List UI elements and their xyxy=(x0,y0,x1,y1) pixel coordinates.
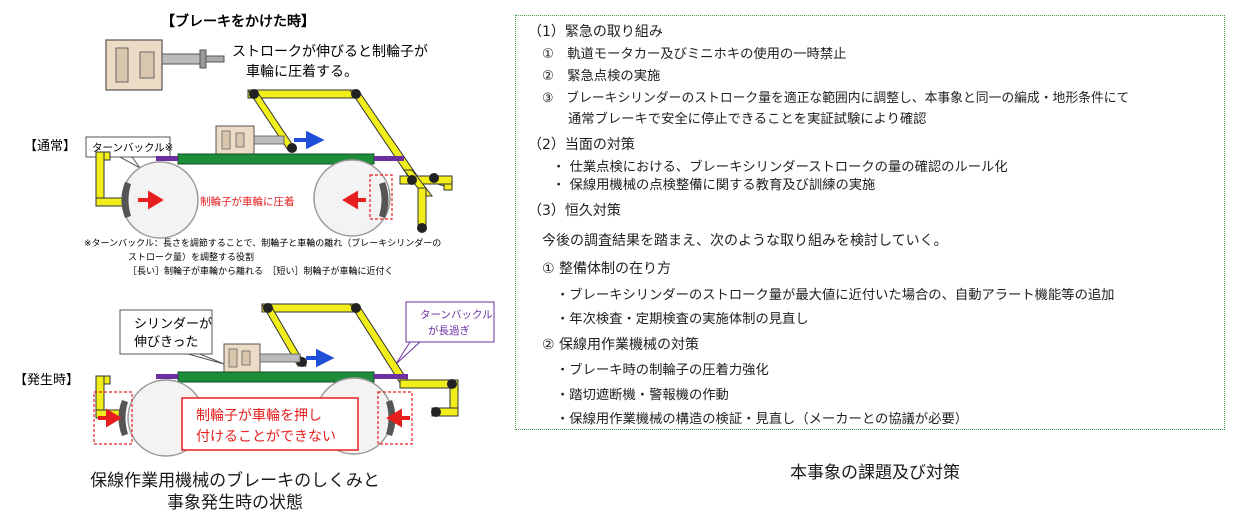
blue-arrow-incident xyxy=(306,348,335,368)
svg-text:制輪子が車輪を押し: 制輪子が車輪を押し xyxy=(196,407,322,424)
red-arrow-left-normal xyxy=(138,190,164,210)
svg-text:付けることができない: 付けることができない xyxy=(196,429,336,445)
section-3-sub-2-item-1: ・ブレーキ時の制輪子の圧着力強化 xyxy=(556,363,769,378)
purple-rod-right-incident xyxy=(374,374,408,379)
brake-mechanism-diagram: 【ブレーキをかけた時】 ストロークが伸びると制輪子が 車輪に圧着する。 【通常】… xyxy=(14,13,495,457)
cylinder-illustration xyxy=(105,39,225,91)
turnbuckle-long-callout: ターンバックル が長過ぎ xyxy=(395,301,495,365)
cylinder-normal xyxy=(215,125,285,155)
svg-text:シリンダーが: シリンダーが xyxy=(134,317,212,332)
stroke-note-line1: ストロークが伸びると制輪子が xyxy=(232,43,428,60)
brake-title: 【ブレーキをかけた時】 xyxy=(161,13,315,30)
red-arrow-right-normal xyxy=(342,190,366,210)
stroke-note-line2: 車輪に圧着する。 xyxy=(246,63,358,80)
purple-rod-right-normal xyxy=(374,156,404,161)
section-2-item-2: ・ 保線用機械の点検整備に関する教育及び訓練の実施 xyxy=(552,178,876,193)
red-arrow-right-incident xyxy=(386,408,410,428)
footnote-line2: ストローク量）を調整する役割 xyxy=(128,251,254,263)
svg-text:伸びきった: 伸びきった xyxy=(134,335,198,350)
linkage-incident xyxy=(95,303,459,419)
fail-warning-box: 制輪子が車輪を押し 付けることができない xyxy=(181,397,359,451)
countermeasures-panel: （1）緊急の取り組み ① 軌道モータカー及びミニホキの使用の一時禁止 ② 緊急点… xyxy=(515,15,1225,430)
section-3-sub-1-item-1: ・ブレーキシリンダーのストローク量が最大値に近付いた場合の、自動アラート機能等の… xyxy=(556,288,1115,303)
svg-text:ターンバックル: ターンバックル xyxy=(420,309,493,321)
right-caption: 本事象の課題及び対策 xyxy=(790,463,960,483)
section-3-sub-1-item-2: ・年次検査・定期検査の実施体制の見直し xyxy=(556,312,809,327)
left-caption-line1: 保線作業用機械のブレーキのしくみと xyxy=(90,471,380,491)
section-3-sub-2-item-3: ・保線用作業機械の構造の検証・見直し（メーカーとの協議が必要） xyxy=(556,412,969,427)
normal-label: 【通常】 xyxy=(24,139,76,154)
gap-highlight-right xyxy=(377,391,413,445)
cylinder-callout: シリンダーが 伸びきった xyxy=(119,309,225,365)
section-1-item-2: ② 緊急点検の実施 xyxy=(542,69,661,84)
svg-text:ターンバックル※: ターンバックル※ xyxy=(92,142,173,154)
section-2-heading: （2）当面の対策 xyxy=(528,137,635,153)
shoe-right-normal xyxy=(379,182,389,218)
shoe-highlight-normal xyxy=(369,174,393,220)
section-3-sub-2: ② 保線用作業機械の対策 xyxy=(542,337,700,353)
footnote-line3: ［長い］制輪子が車輪から離れる ［短い］制輪子が車輪に近付く xyxy=(128,265,394,277)
cylinder-incident xyxy=(223,343,301,373)
shoe-left-incident xyxy=(118,400,128,436)
section-1-item-3-cont: 通常ブレーキで安全に停止できることを実証試験により確認 xyxy=(568,112,927,127)
section-3-sub-1: ① 整備体制の在り方 xyxy=(542,261,672,277)
footnote-line1: ※ターンバックル：長さを調節することで、制輪子と車輪の離れ（ブレーキシリンダーの xyxy=(84,237,441,249)
incident-label: 【発生時】 xyxy=(14,373,79,388)
section-1-item-1: ① 軌道モータカー及びミニホキの使用の一時禁止 xyxy=(542,47,847,62)
purple-rod-left-incident xyxy=(156,374,178,379)
section-3-intro: 今後の調査結果を踏まえ、次のような取り組みを検討していく。 xyxy=(542,233,948,249)
purple-rod-left-normal xyxy=(156,156,178,161)
left-caption: 保線作業用機械のブレーキのしくみと 事象発生時の状態 xyxy=(40,470,430,514)
blue-arrow-normal xyxy=(294,130,325,150)
section-2-item-1: ・ 仕業点検における、ブレーキシリンダーストロークの量の確認のルール化 xyxy=(552,160,1008,175)
red-arrow-left-incident xyxy=(98,408,122,428)
section-1-item-3: ③ ブレーキシリンダーのストローク量を適正な範囲内に調整し、本事象と同一の編成・… xyxy=(542,91,1130,106)
section-3-sub-2-item-2: ・踏切遮断機・警報機の作動 xyxy=(556,388,729,403)
left-caption-line2: 事象発生時の状態 xyxy=(167,493,303,513)
shoe-pressed-text: 制輪子が車輪に圧着 xyxy=(200,195,295,208)
svg-text:が長過ぎ: が長過ぎ xyxy=(428,324,470,337)
section-1-heading: （1）緊急の取り組み xyxy=(528,24,663,40)
shoe-left-normal xyxy=(121,182,131,218)
section-3-heading: （3）恒久対策 xyxy=(528,203,621,219)
